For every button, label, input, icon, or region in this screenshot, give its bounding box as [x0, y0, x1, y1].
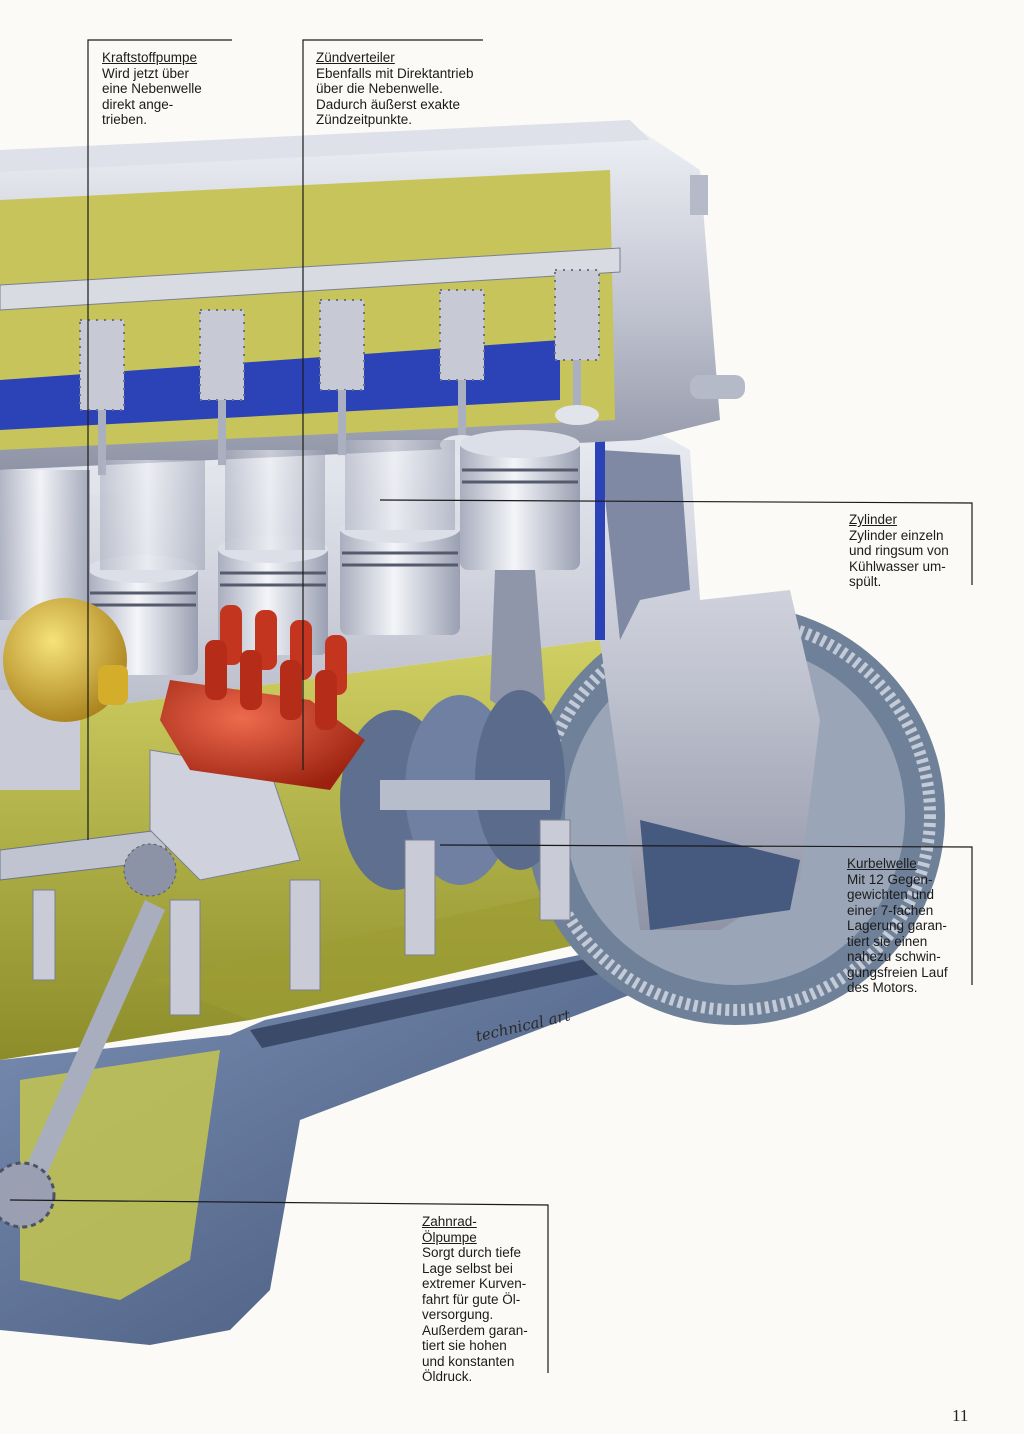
callout-line: versorgung. — [422, 1307, 494, 1322]
callout-title: Zahnrad- — [422, 1214, 477, 1229]
callout-line: Wird jetzt über — [102, 65, 190, 81]
callout-title: Zündverteiler — [316, 50, 395, 65]
callout-line: Zylinder einzeln — [849, 527, 944, 543]
distributor — [149, 605, 365, 881]
callout-title: Zylinder — [849, 512, 898, 527]
callout-line: einer 7-fachen — [847, 902, 934, 918]
callout-line: des Motors. — [847, 980, 918, 995]
callout-zylinder: Zylinder Zylinder einzeln und ringsum vo… — [849, 512, 969, 590]
connecting-rod — [490, 570, 545, 720]
callout-line: gewichten und — [847, 887, 935, 902]
callout-line: Außerdem garan- — [422, 1322, 528, 1338]
callout-line: fahrt für gute Öl- — [422, 1291, 521, 1307]
callout-line: direkt ange- — [102, 96, 174, 112]
callout-line: Ebenfalls mit Direktantrieb — [316, 65, 474, 81]
cylinder-bores — [0, 440, 455, 620]
callout-kurbelwelle: Kurbelwelle Mit 12 Gegen- gewichten und … — [847, 856, 969, 996]
callout-line: Lage selbst bei — [422, 1260, 513, 1276]
callout-line: Zündzeitpunkte. — [316, 112, 413, 127]
intermediate-shaft — [0, 829, 177, 897]
callout-line: Lagerung garan- — [847, 918, 947, 933]
callout-line: und konstanten — [422, 1353, 515, 1369]
callout-line: extremer Kurven- — [422, 1276, 527, 1291]
callout-title: Kraftstoffpumpe — [102, 50, 198, 65]
leader-lines — [9, 39, 973, 1373]
callout-line: tiert sie einen — [847, 933, 928, 949]
callout-zuendverteiler: Zündverteiler Ebenfalls mit Direktantrie… — [316, 50, 536, 128]
callout-line: gungsfreien Lauf — [847, 964, 948, 980]
callout-line: über die Nebenwelle. — [316, 81, 443, 96]
callout-title: Kurbelwelle — [847, 856, 917, 871]
callout-line: tiert sie hohen — [422, 1338, 507, 1353]
oil-pump-gear — [0, 900, 165, 1229]
camshaft — [0, 247, 621, 311]
crankshaft — [340, 690, 565, 890]
callout-line: Mit 12 Gegen- — [847, 871, 933, 887]
page-number: 11 — [952, 1406, 969, 1425]
callout-kraftstoffpumpe: Kraftstoffpumpe Wird jetzt über eine Neb… — [102, 50, 262, 128]
callout-line: und ringsum von — [849, 543, 949, 558]
fuel-pump — [0, 598, 128, 790]
pistons — [0, 430, 580, 675]
callout-line: Kühlwasser um- — [849, 558, 946, 574]
main-bearing-studs — [32, 819, 571, 1016]
callout-line: Öldruck. — [422, 1369, 473, 1384]
callout-line: trieben. — [102, 112, 148, 127]
callout-line: Sorgt durch tiefe — [422, 1245, 522, 1260]
cylinder-head — [0, 120, 745, 470]
callout-title: Ölpumpe — [422, 1229, 477, 1245]
callout-line: Dadurch äußerst exakte — [316, 96, 461, 112]
callout-line: nahezu schwin- — [847, 949, 941, 964]
callout-oelpumpe: Zahnrad- Ölpumpe Sorgt durch tiefe Lage … — [422, 1214, 544, 1385]
callout-line: eine Nebenwelle — [102, 81, 202, 96]
callout-line: spült. — [849, 574, 882, 589]
